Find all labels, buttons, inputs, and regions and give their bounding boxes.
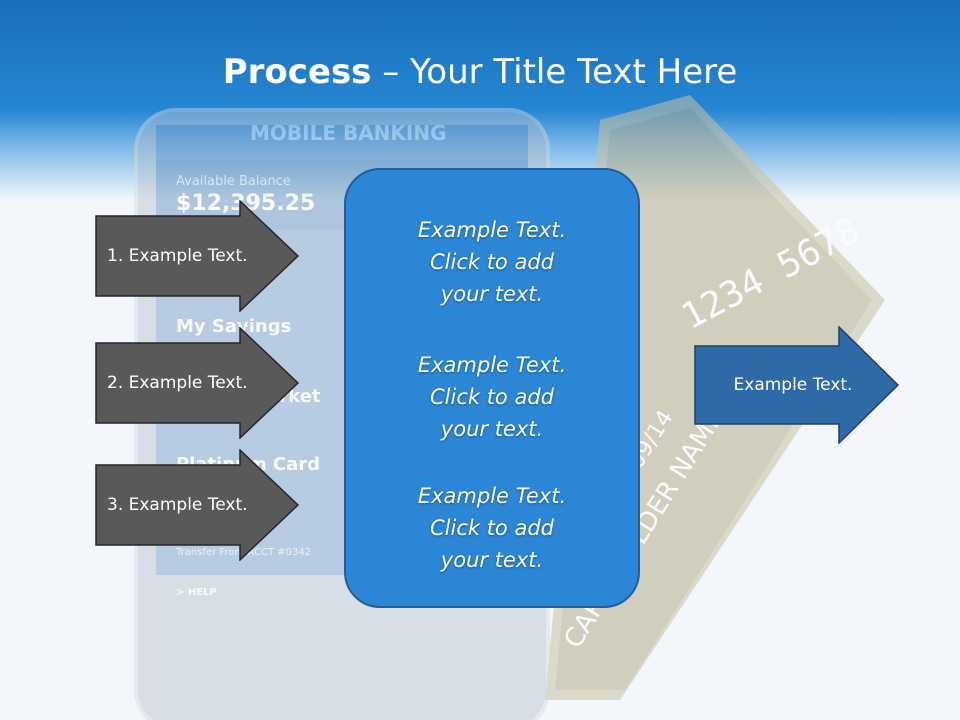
header-band [0, 0, 960, 200]
center-paragraph-2-line-2: Click to add [429, 385, 554, 409]
center-paragraph-1-line-3: your text. [440, 282, 544, 306]
center-paragraph-2-line-3: your text. [440, 417, 544, 441]
step-arrow-2[interactable]: 2. Example Text. [95, 327, 300, 439]
output-arrow-label: Example Text. [733, 375, 853, 395]
step-arrow-3-shape [95, 449, 300, 561]
phone-app-name: MOBILE BANKING [250, 121, 447, 145]
center-paragraph-3: Example Text. Click to add your text. [346, 480, 638, 576]
center-paragraph-1-line-1: Example Text. [417, 218, 567, 242]
step-arrow-1-shape [95, 200, 300, 312]
center-paragraph-1-line-2: Click to add [429, 250, 554, 274]
output-arrow-shape [694, 326, 900, 444]
step-arrow-1-label: 1. Example Text. [107, 246, 248, 266]
step-arrow-2-label: 2. Example Text. [107, 373, 248, 393]
title-bold: Process [222, 52, 372, 92]
center-paragraph-3-line-3: your text. [440, 548, 544, 572]
center-paragraph-1: Example Text. Click to add your text. [346, 214, 638, 310]
step-arrow-3-label: 3. Example Text. [107, 495, 248, 515]
phone-balance-label: Available Balance [176, 174, 291, 189]
center-paragraph-3-line-1: Example Text. [417, 484, 567, 508]
center-paragraph-2: Example Text. Click to add your text. [346, 349, 638, 445]
step-arrow-2-shape [95, 327, 300, 439]
center-paragraph-3-line-2: Click to add [429, 516, 554, 540]
step-arrow-1[interactable]: 1. Example Text. [95, 200, 300, 312]
center-text-box[interactable]: Example Text. Click to add your text. Ex… [344, 168, 640, 608]
slide-title: Process – Your Title Text Here [0, 52, 960, 92]
title-rest: – Your Title Text Here [371, 52, 738, 92]
output-arrow[interactable]: Example Text. [694, 326, 900, 444]
phone-help: > HELP [176, 587, 217, 598]
center-paragraph-2-line-1: Example Text. [417, 353, 567, 377]
phone-menu-savings: My Savings [176, 316, 291, 337]
step-arrow-3[interactable]: 3. Example Text. [95, 449, 300, 561]
